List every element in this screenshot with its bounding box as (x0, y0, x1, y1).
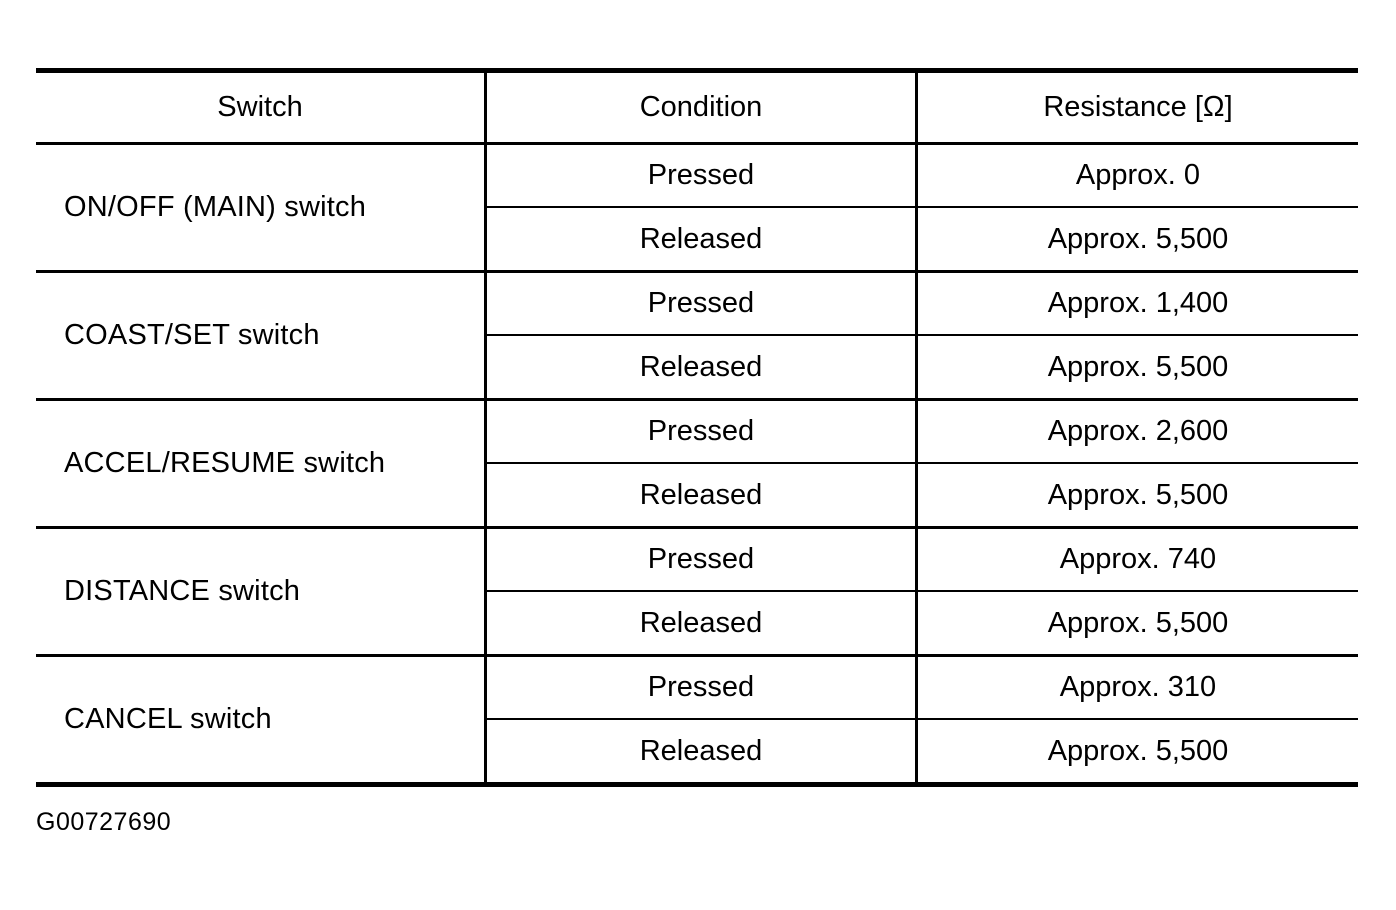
table-cell-resistance: Approx. 5,500 (1047, 478, 1229, 511)
table-top-border (36, 68, 1358, 73)
group-4-bottom-rule (36, 654, 1358, 657)
table-cell-condition: Released (639, 350, 763, 383)
table-cell-condition: Pressed (647, 159, 755, 191)
group-5-inner-rule (484, 718, 1358, 720)
table-cell-resistance: Approx. 5,500 (1047, 222, 1229, 255)
table-cell-condition: Released (639, 478, 763, 511)
table-row-switch-label: COAST/SET switch (64, 319, 320, 351)
table-cell-resistance: Approx. 5,500 (1047, 350, 1229, 383)
header-bottom-rule (36, 142, 1358, 145)
group-2-bottom-rule (36, 398, 1358, 401)
table-cell-resistance: Approx. 1,400 (1047, 287, 1229, 319)
column-divider-switch-condition (484, 68, 487, 787)
column-header-condition: Condition (639, 90, 763, 123)
table-cell-condition: Pressed (647, 287, 755, 319)
table-cell-resistance: Approx. 5,500 (1047, 734, 1229, 767)
table-cell-condition: Released (639, 222, 763, 255)
table-cell-condition: Pressed (647, 415, 755, 447)
table-cell-condition: Released (639, 734, 763, 767)
table-cell-condition: Pressed (647, 671, 755, 703)
group-4-inner-rule (484, 590, 1358, 592)
table-cell-resistance: Approx. 5,500 (1047, 606, 1229, 639)
table-bottom-border (36, 782, 1358, 787)
table-cell-resistance: Approx. 740 (1059, 543, 1217, 575)
table-cell-resistance: Approx. 2,600 (1047, 415, 1229, 447)
table-row-switch-label: ACCEL/RESUME switch (64, 447, 386, 479)
group-2-inner-rule (484, 334, 1358, 336)
group-3-bottom-rule (36, 526, 1358, 529)
group-1-inner-rule (484, 206, 1358, 208)
column-divider-condition-resistance (915, 68, 918, 787)
table-row-switch-label: ON/OFF (MAIN) switch (64, 191, 367, 223)
table-cell-resistance: Approx. 0 (1075, 159, 1201, 191)
switch-resistance-table: Switch Condition Resistance [Ω] ON/OFF (… (36, 68, 1358, 788)
table-row-switch-label: CANCEL switch (64, 703, 272, 735)
table-cell-condition: Released (639, 606, 763, 639)
column-header-switch: Switch (217, 90, 303, 123)
table-cell-resistance: Approx. 310 (1059, 671, 1217, 703)
group-1-bottom-rule (36, 270, 1358, 273)
group-3-inner-rule (484, 462, 1358, 464)
column-header-resistance: Resistance [Ω] (1043, 90, 1233, 123)
figure-code-label: G00727690 (36, 808, 172, 836)
table-cell-condition: Pressed (647, 543, 755, 575)
table-row-switch-label: DISTANCE switch (64, 575, 301, 607)
